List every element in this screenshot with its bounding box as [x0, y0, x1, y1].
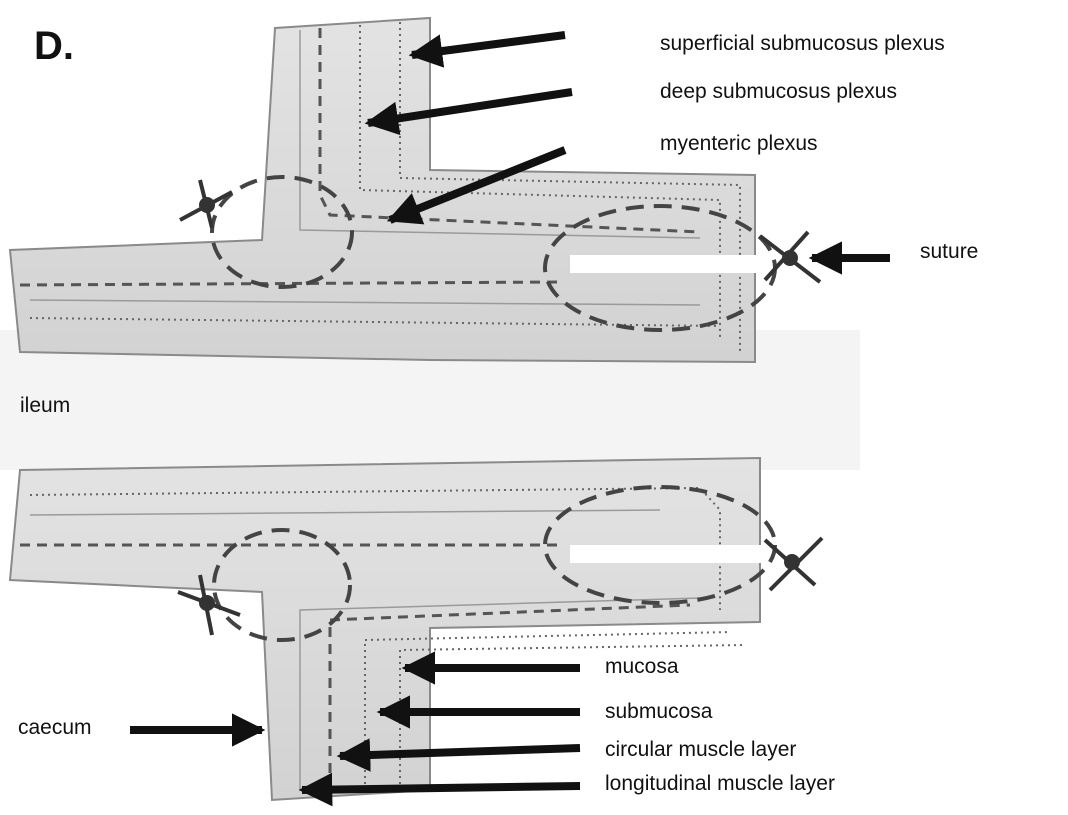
- label-mucosa: mucosa: [605, 655, 679, 679]
- arrow-longitudinal-muscle: [302, 786, 580, 790]
- label-superficial-submucosus-plexus: superficial submucosus plexus: [660, 32, 945, 56]
- label-submucosa: submucosa: [605, 700, 712, 724]
- top-wall: [10, 18, 820, 362]
- label-circular-muscle-layer: circular muscle layer: [605, 738, 796, 762]
- panel-letter: D.: [34, 24, 74, 69]
- label-ileum: ileum: [20, 394, 70, 418]
- arrow-superficial-plexus: [412, 35, 565, 55]
- label-deep-submucosus-plexus: deep submucosus plexus: [660, 80, 897, 104]
- label-suture: suture: [920, 240, 978, 264]
- bottom-suture-channel: [570, 545, 780, 563]
- label-myenteric-plexus: myenteric plexus: [660, 132, 818, 156]
- label-caecum: caecum: [18, 716, 92, 740]
- top-suture-channel: [570, 255, 780, 273]
- bottom-right-knot: [765, 538, 822, 590]
- label-longitudinal-muscle-layer: longitudinal muscle layer: [605, 772, 835, 796]
